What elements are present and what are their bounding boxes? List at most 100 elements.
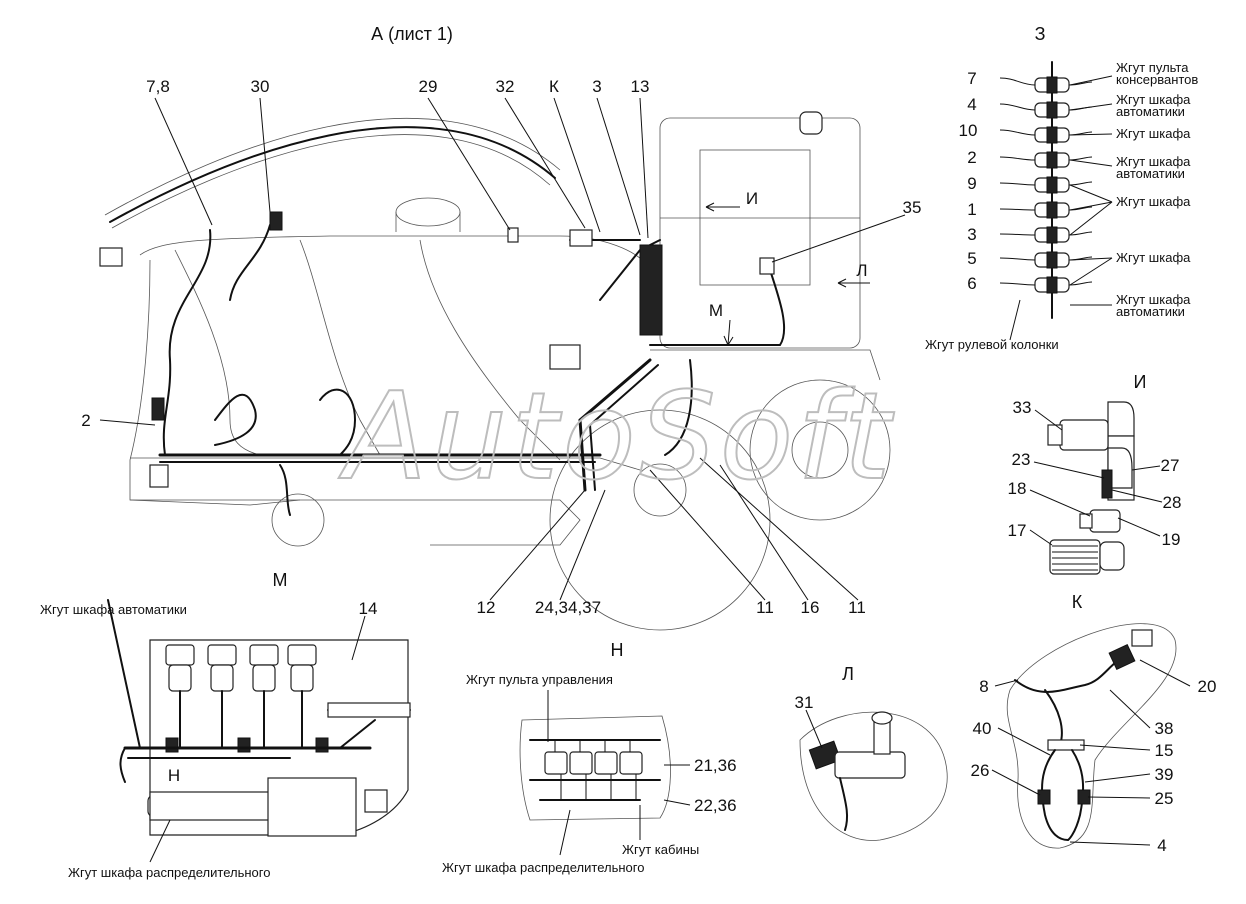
k-callout-26: 26 (971, 761, 990, 780)
k-callout-39: 39 (1155, 765, 1174, 784)
z-connector (1034, 201, 1093, 219)
z-num-4: 4 (967, 95, 976, 114)
z-label-rulevoy: Жгут рулевой колонки (925, 337, 1059, 352)
relay (165, 644, 195, 749)
k-callout-38: 38 (1155, 719, 1174, 738)
view-m-title: М (273, 570, 288, 590)
z-num-3: 3 (967, 225, 976, 244)
relay (249, 644, 279, 749)
view-l-title: Л (842, 664, 854, 684)
z-label-avto-3b: автоматики (1116, 304, 1185, 319)
z-num-10: 10 (959, 121, 978, 140)
l-callout-31: 31 (795, 693, 814, 712)
n-callout-22-36: 22,36 (694, 796, 737, 815)
main-view-title: А (лист 1) (371, 24, 453, 44)
z-connector (1034, 151, 1093, 169)
callout-30: 30 (251, 77, 270, 96)
i-callout-18: 18 (1008, 479, 1027, 498)
arrow-m (727, 319, 731, 346)
z-num-6: 6 (967, 274, 976, 293)
callout-k: К (549, 77, 559, 96)
z-label-avto-2b: автоматики (1116, 166, 1185, 181)
view-z-connector-strip (999, 61, 1113, 341)
n-label-pult: Жгут пульта управления (466, 672, 613, 687)
watermark: AutoSoft (338, 368, 895, 507)
n-callout-21-36: 21,36 (694, 756, 737, 775)
i-callout-27: 27 (1161, 456, 1180, 475)
z-num-5: 5 (967, 249, 976, 268)
view-n-title: Н (611, 640, 624, 660)
callout-13: 13 (631, 77, 650, 96)
z-label-shkaf-3: Жгут шкафа (1116, 250, 1191, 265)
callout-12: 12 (477, 598, 496, 617)
n-connector (569, 740, 593, 800)
view-n-panel (519, 690, 691, 856)
view-k-panel (991, 623, 1191, 849)
m-label-raspred: Жгут шкафа распределительного (68, 865, 270, 880)
m-callout-n: Н (168, 766, 180, 785)
m-callout-14: 14 (359, 599, 378, 618)
z-label-konserv-1: Жгут пульта (1116, 60, 1189, 75)
main-leaders (99, 97, 906, 601)
n-connector (594, 740, 618, 800)
z-num-2: 2 (967, 148, 976, 167)
k-callout-25: 25 (1155, 789, 1174, 808)
clip (315, 737, 329, 753)
relay (207, 644, 237, 749)
z-connector (1034, 76, 1093, 94)
m-label-avtomatiki: Жгут шкафа автоматики (40, 602, 187, 617)
z-num-1: 1 (967, 200, 976, 219)
k-callout-8: 8 (979, 677, 988, 696)
view-z-title: З (1035, 24, 1046, 44)
callout-32: 32 (496, 77, 515, 96)
relay (287, 644, 317, 749)
callout-16: 16 (801, 598, 820, 617)
callout-7-8: 7,8 (146, 77, 170, 96)
z-label-avto-3a: Жгут шкафа (1116, 292, 1191, 307)
n-connector (619, 740, 643, 800)
callout-35: 35 (903, 198, 922, 217)
z-connector (1034, 101, 1093, 119)
callout-24-34-37: 24,34,37 (535, 598, 601, 617)
i-callout-17: 17 (1008, 521, 1027, 540)
n-label-raspred: Жгут шкафа распределительного (442, 860, 644, 875)
callout-arrow-m: М (709, 301, 723, 320)
callout-2: 2 (81, 411, 90, 430)
z-label-avto-1b: автоматики (1116, 104, 1185, 119)
z-num-7: 7 (967, 69, 976, 88)
callout-arrow-i: И (746, 189, 758, 208)
view-i-panel (1029, 401, 1163, 575)
i-callout-33: 33 (1013, 398, 1032, 417)
z-label-avto-1a: Жгут шкафа (1116, 92, 1191, 107)
k-callout-15: 15 (1155, 741, 1174, 760)
callout-3: 3 (592, 77, 601, 96)
i-callout-19: 19 (1162, 530, 1181, 549)
i-callout-28: 28 (1163, 493, 1182, 512)
z-num-9: 9 (967, 174, 976, 193)
i-callout-23: 23 (1012, 450, 1031, 469)
view-k-title: К (1072, 592, 1083, 612)
z-label-shkaf-1: Жгут шкафа (1116, 126, 1191, 141)
callout-11-a: 11 (756, 598, 774, 617)
z-label-shkaf-2: Жгут шкафа (1116, 194, 1191, 209)
k-callout-4: 4 (1157, 836, 1166, 855)
k-callout-40: 40 (973, 719, 992, 738)
callout-29: 29 (419, 77, 438, 96)
callout-11-b: 11 (848, 598, 866, 617)
k-callout-20: 20 (1198, 677, 1217, 696)
n-label-kabiny: Жгут кабины (622, 842, 699, 857)
clip (237, 737, 251, 753)
z-connector (1034, 251, 1093, 269)
z-connector (1034, 226, 1093, 244)
z-connector (1034, 176, 1093, 194)
clip (165, 737, 179, 753)
n-connector (544, 740, 568, 800)
view-i-title: И (1134, 372, 1147, 392)
z-label-konserv-2: консервантов (1116, 72, 1198, 87)
view-m-panel (107, 599, 411, 837)
z-label-avto-2a: Жгут шкафа (1116, 154, 1191, 169)
callout-arrow-l: Л (856, 261, 867, 280)
z-connector (1034, 276, 1093, 294)
view-l-panel (799, 709, 948, 841)
